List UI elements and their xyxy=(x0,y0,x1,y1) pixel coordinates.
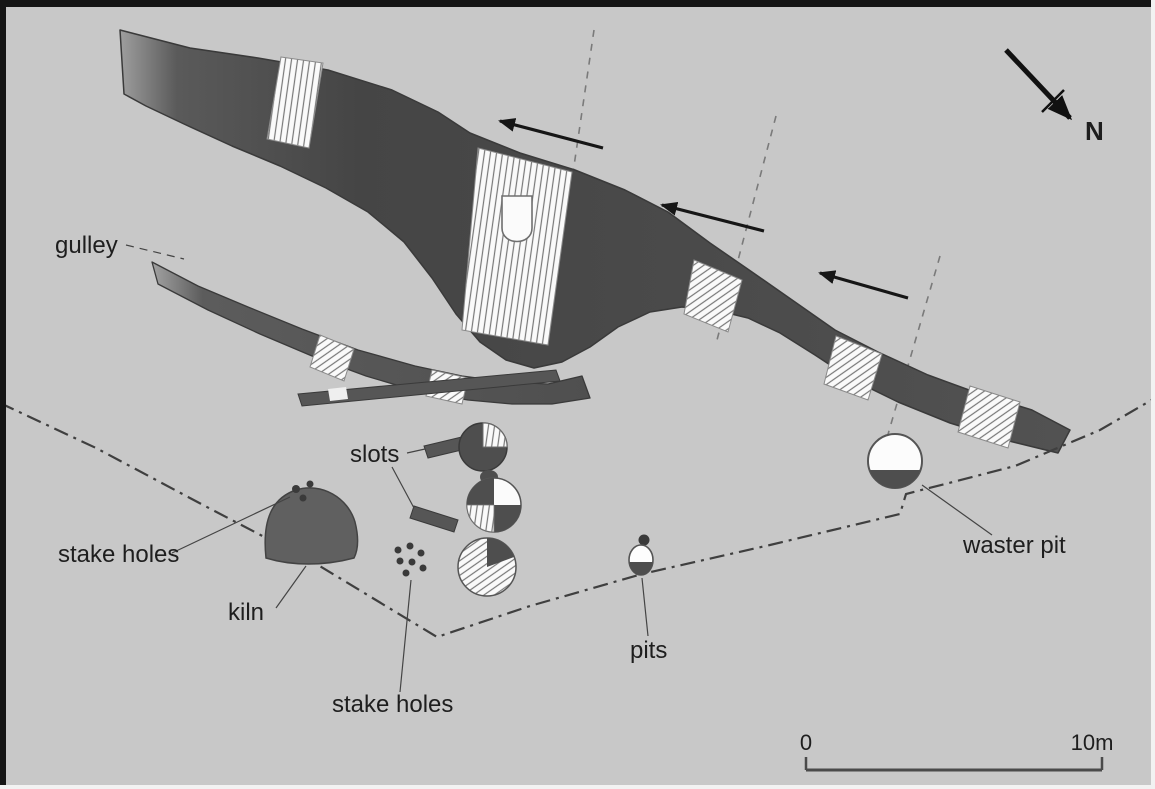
narrow-strip-fill xyxy=(297,369,561,407)
stake-holes-upper-label: stake holes xyxy=(58,541,179,568)
slots-leader-lower xyxy=(391,466,415,509)
kiln-label: kiln xyxy=(228,599,264,626)
direction-arrow-3 xyxy=(818,270,909,300)
gulley-main-ditch-fill xyxy=(119,29,1071,454)
pits-feature xyxy=(628,534,654,576)
excavation-section-5 xyxy=(957,385,1021,449)
waster-pit-label: waster pit xyxy=(962,532,1066,559)
excavation-section-2 xyxy=(461,147,573,346)
excavation-section-1 xyxy=(266,56,324,149)
leader-lines xyxy=(125,244,993,693)
scan-border-bottom xyxy=(0,785,1155,789)
gulley-leader xyxy=(125,244,185,260)
stake-holes-upper-leader xyxy=(171,496,291,554)
north-arrow-tick xyxy=(1041,89,1065,113)
sectioned-pit-2-dark-quadrant-a xyxy=(467,478,494,505)
waster-pit-dark-segment xyxy=(869,470,921,489)
gulley-label: gulley xyxy=(55,232,118,259)
stake-holes-lower-leader xyxy=(399,579,412,693)
scan-border-left xyxy=(0,0,6,789)
posthole-keyhole-outline xyxy=(501,195,533,243)
waster-pit-leader xyxy=(921,484,993,536)
stake-holes-lower-label: stake holes xyxy=(332,691,453,718)
sectioned-pit-2-dark-quadrant-b xyxy=(494,505,521,532)
kiln-leader xyxy=(275,565,307,609)
scale-bar-zero-label: 0 xyxy=(800,730,812,755)
north-label: N xyxy=(1085,116,1104,146)
pit-small-dot xyxy=(638,534,650,546)
pits-leader xyxy=(641,577,649,637)
excavation-section-6 xyxy=(309,334,355,382)
direction-arrow-1 xyxy=(498,118,604,150)
gulley-main-ditch xyxy=(119,29,1071,454)
pit-oval-dark-half xyxy=(629,562,653,575)
scale-bar-end-label: 10m xyxy=(1071,730,1114,755)
sectioned-pit-1-quadrant xyxy=(482,422,508,448)
waster-pit-feature xyxy=(867,433,923,489)
direction-arrows xyxy=(498,118,909,300)
narrow-strip-gap xyxy=(328,387,348,401)
scan-border-top xyxy=(0,0,1155,7)
slots-label: slots xyxy=(350,441,399,468)
slots-leader-upper xyxy=(406,448,426,454)
pits-label: pits xyxy=(630,637,667,664)
sectioned-pit-2-hatched-quadrant xyxy=(466,504,495,533)
north-arrow: N xyxy=(1004,48,1104,146)
stake-holes-upper-cluster xyxy=(292,480,314,502)
stake-holes-lower-cluster xyxy=(394,542,427,577)
excavation-section-3 xyxy=(683,259,743,333)
direction-arrow-2 xyxy=(660,201,765,233)
scale-bar: 0 10m xyxy=(800,730,1114,772)
excavation-section-4 xyxy=(823,335,883,401)
slot-feature-lower xyxy=(409,505,459,533)
north-arrow-icon xyxy=(1004,48,1073,121)
narrow-gulley-strip xyxy=(297,369,561,407)
sectioned-pit-3-dark-quadrant xyxy=(487,538,514,567)
projection-line-3 xyxy=(883,255,941,449)
scan-border-right xyxy=(1151,0,1155,789)
slot-features xyxy=(409,435,471,533)
sectioned-pit-chain xyxy=(457,422,522,597)
